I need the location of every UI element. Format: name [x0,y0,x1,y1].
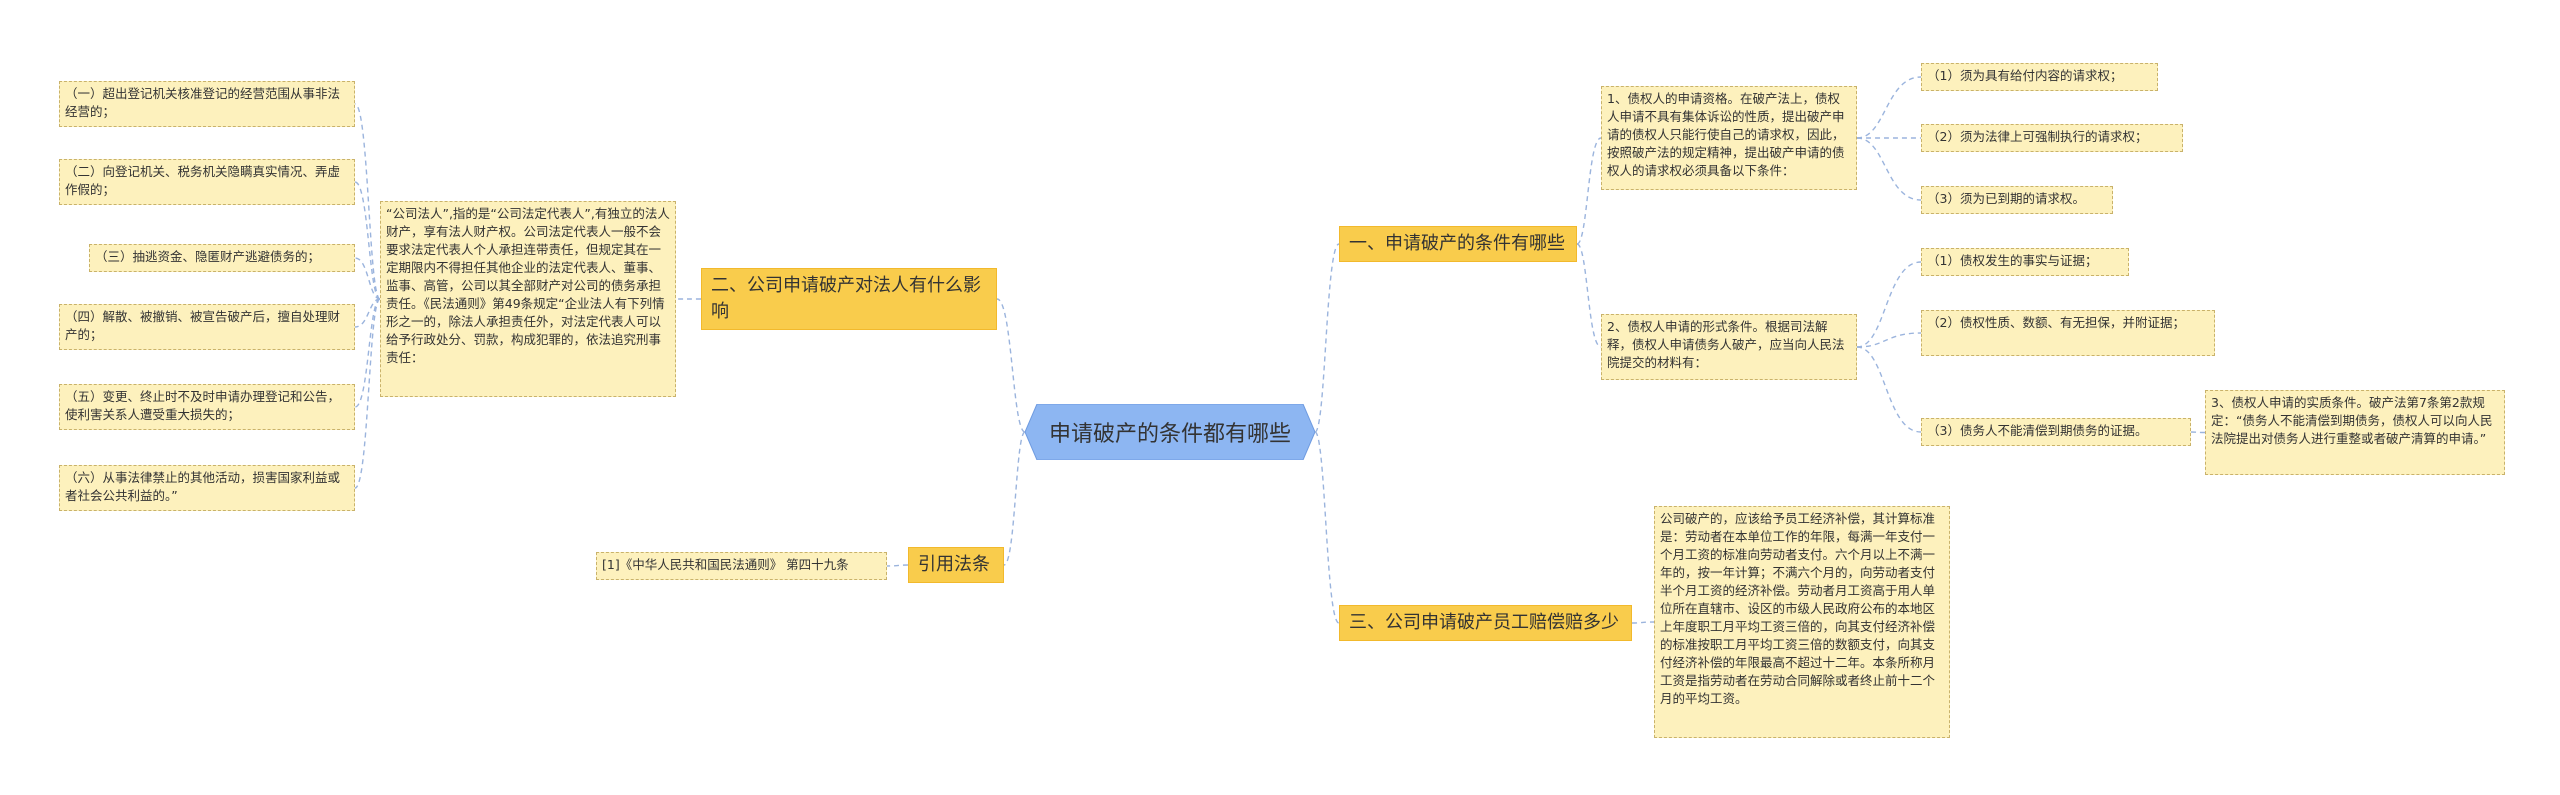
leaf-item-6[interactable]: （六）从事法律禁止的其他活动，损害国家利益或者社会公共利益的。” [59,465,355,511]
edge-b4-to-cite [886,564,909,567]
edge-root-to-b1 [1314,243,1340,433]
leaf-compensation-standard[interactable]: 公司破产的，应该给予员工经济补偿，其计算标准是：劳动者在本单位工作的年限，每满一… [1654,506,1950,738]
edge-m-to-l3 [354,257,381,300]
edge-r1-to-r1c [1856,137,1922,201]
leaf-item-1[interactable]: （一）超出登记机关核准登记的经营范围从事非法经营的； [59,81,355,127]
leaf-insolvency-evidence[interactable]: （3）债务人不能清偿到期债务的证据。 [1921,418,2191,446]
edge-m-to-l5 [354,298,381,408]
edge-m-to-l4 [354,298,381,328]
root-title: 申请破产的条件都有哪些 [1048,422,1291,447]
leaf-substantive-conditions[interactable]: 3、债权人申请的实质条件。破产法第7条第2款规定：“债务人不能清偿到期债务，债权… [2205,390,2505,475]
leaf-item-5[interactable]: （五）变更、终止时不及时申请办理登记和公告，使利害关系人遭受重大损失的； [59,384,355,430]
edge-root-to-b4 [1003,431,1026,566]
edge-root-to-b2 [996,298,1026,433]
edge-b1-to-r2 [1576,243,1602,348]
edge-r2c-to-r3 [2190,431,2206,434]
branch-employee-compensation[interactable]: 三、公司申请破产员工赔偿赔多少 [1339,605,1632,641]
leaf-legal-person-explanation[interactable]: “公司法人”,指的是“公司法定代表人”,有独立的法人财产，享有法人财产权。公司法… [380,201,676,397]
leaf-debt-nature[interactable]: （2）债权性质、数额、有无担保，并附证据； [1921,310,2215,356]
edge-r1-to-r1a [1856,76,1922,139]
edge-r2-to-r2a [1856,261,1922,348]
edge-r2-to-r2b [1856,332,1922,348]
branch-conditions[interactable]: 一、申请破产的条件有哪些 [1339,226,1577,262]
edge-r2-to-r2c [1856,346,1922,433]
edge-m-to-l1 [354,103,381,300]
leaf-citation[interactable]: [1]《中华人民共和国民法通则》 第四十九条 [596,552,887,580]
root-shape [1025,404,1315,460]
leaf-item-2[interactable]: （二）向登记机关、税务机关隐瞒真实情况、弄虚作假的； [59,159,355,205]
edge-b1-to-r1 [1576,137,1602,245]
branch-legal-person-impact[interactable]: 二、公司申请破产对法人有什么影响 [701,268,997,330]
leaf-creditor-qualification[interactable]: 1、债权人的申请资格。在破产法上，债权人申请不具有集体诉讼的性质，提出破产申请的… [1601,86,1857,190]
edge-b3-to-r4 [1631,621,1655,624]
root-node[interactable]: 申请破产的条件都有哪些 [1025,404,1315,460]
leaf-item-4[interactable]: （四）解散、被撤销、被宣告破产后，擅自处理财产的； [59,304,355,350]
branch-cited-law[interactable]: 引用法条 [908,547,1004,583]
leaf-formal-conditions[interactable]: 2、债权人申请的形式条件。根据司法解释，债权人申请债务人破产，应当向人民法院提交… [1601,314,1857,380]
leaf-claim-payment[interactable]: （1）须为具有给付内容的请求权； [1921,63,2158,91]
edge-m-to-l2 [354,181,381,300]
leaf-claim-enforceable[interactable]: （2）须为法律上可强制执行的请求权； [1921,124,2183,152]
edge-root-to-b3 [1314,431,1340,624]
leaf-claim-due[interactable]: （3）须为已到期的请求权。 [1921,186,2113,214]
leaf-item-3[interactable]: （三）抽逃资金、隐匿财产逃避债务的； [89,244,355,272]
edge-m-to-l6 [354,298,381,489]
leaf-debt-facts[interactable]: （1）债权发生的事实与证据； [1921,248,2129,276]
